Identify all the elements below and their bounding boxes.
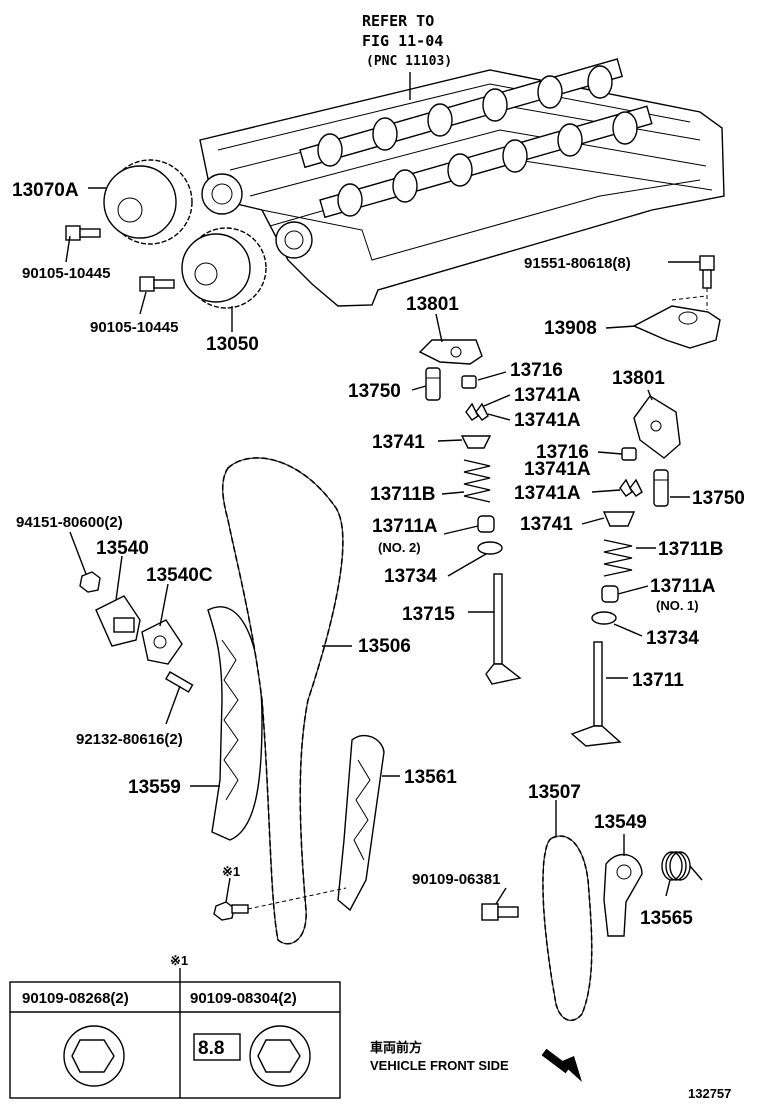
label-13507: 13507 — [528, 782, 581, 803]
part-labels: 13070A 90105-10445 90105-10445 13050 915… — [12, 180, 745, 929]
direction-note: 車両前方 VEHICLE FRONT SIDE — [370, 1040, 582, 1082]
label-13741A-a: 13741A — [514, 385, 581, 406]
label-90105-b: 90105-10445 — [90, 319, 178, 336]
label-13565: 13565 — [640, 908, 693, 929]
label-91551: 91551-80618(8) — [524, 255, 631, 272]
nut-94151 — [79, 571, 101, 593]
label-13908: 13908 — [544, 318, 597, 339]
cam-timing-gear-13050 — [181, 227, 267, 309]
label-13716-a: 13716 — [510, 360, 563, 381]
keeper-13741A-left — [465, 402, 489, 421]
label-13734-a: 13734 — [384, 566, 437, 587]
rocker-arm-13801-right — [633, 395, 681, 459]
chain-slipper-13559 — [207, 606, 263, 841]
bolt-head-plain-icon — [63, 1025, 125, 1087]
label-13050: 13050 — [206, 334, 259, 355]
diagram-id: 132757 — [688, 1086, 731, 1101]
camshaft-intake — [319, 105, 653, 219]
direction-english: VEHICLE FRONT SIDE — [370, 1058, 509, 1073]
label-13506: 13506 — [358, 636, 411, 657]
spring-13711B-right — [603, 539, 633, 577]
valve-13715 — [485, 573, 522, 685]
label-13559: 13559 — [128, 777, 181, 798]
bolt-90105-a — [65, 225, 101, 241]
bolt-90105-b — [139, 276, 175, 292]
label-13549: 13549 — [594, 812, 647, 833]
label-13750-a: 13750 — [348, 381, 401, 402]
label-90105-a: 90105-10445 — [22, 265, 110, 282]
bracket-13908 — [632, 295, 721, 349]
camshaft-exhaust — [299, 58, 624, 169]
bolt-table-col2-header: 90109-08304(2) — [190, 990, 297, 1007]
direction-japanese: 車両前方 — [370, 1040, 422, 1055]
washer-13734-left — [477, 541, 503, 555]
label-13711A-a: 13711A — [372, 516, 438, 537]
label-13741A-b: 13741A — [514, 410, 581, 431]
reference-line-3: (PNC 11103) — [366, 54, 452, 69]
retainer-13741-left — [460, 435, 492, 449]
spring-13711B-left — [463, 459, 491, 503]
label-94151: 94151-80600(2) — [16, 514, 123, 531]
stud-92132 — [165, 671, 194, 693]
label-13561: 13561 — [404, 767, 457, 788]
chain-damper-13561 — [337, 734, 385, 912]
bolt-91551 — [699, 255, 715, 310]
spring-seat-13711A-left — [477, 515, 495, 533]
label-13750-b: 13750 — [692, 488, 745, 509]
bolt-note-1 — [213, 887, 347, 921]
label-13540C: 13540C — [146, 565, 213, 586]
bolt-table: ※1 90109-08268(2) 90109-08304(2) 8.8 — [9, 953, 341, 1099]
lash-adjuster-13750-right — [653, 469, 669, 507]
label-92132: 92132-80616(2) — [76, 731, 183, 748]
label-13741A-d: 13741A — [514, 483, 581, 504]
chain-tensioner-arm-13549 — [603, 853, 643, 937]
label-13801-b: 13801 — [612, 368, 665, 389]
label-13711B-b: 13711B — [658, 539, 724, 560]
bolt-table-mark: ※1 — [170, 953, 188, 968]
label-13715: 13715 — [402, 604, 455, 625]
lash-adjuster-13750-left — [425, 367, 441, 401]
reference-line-2: FIG 11-04 — [362, 32, 443, 50]
keeper-13741A-right — [619, 478, 643, 497]
label-13711A-a-note: (NO. 2) — [378, 540, 421, 555]
reference-line-1: REFER TO — [362, 12, 434, 30]
reference-note: REFER TO FIG 11-04 (PNC 11103) — [362, 12, 452, 69]
bolt-90109-06381 — [481, 903, 519, 921]
valve-cap-13716-right — [621, 447, 637, 461]
cam-timing-gear-13070A — [103, 159, 193, 245]
washer-13734-right — [591, 611, 617, 625]
valve-cap-13716-left — [461, 375, 477, 389]
chain-tensioner-13540 — [95, 595, 141, 647]
label-13540: 13540 — [96, 538, 149, 559]
label-13741A-c: 13741A — [524, 459, 591, 480]
label-13711B-a: 13711B — [370, 484, 436, 505]
bolt-grade-marking: 8.8 — [198, 1038, 224, 1059]
label-13716-b: 13716 — [536, 442, 589, 463]
label-13741-a: 13741 — [372, 432, 425, 453]
label-90109-06381: 90109-06381 — [412, 871, 500, 888]
direction-arrow-icon — [541, 1048, 582, 1082]
label-13801-a: 13801 — [406, 294, 459, 315]
gasket-13540C — [141, 619, 183, 665]
retainer-13741-right — [602, 511, 636, 527]
label-note-mark: ※1 — [222, 864, 240, 879]
label-13070A: 13070A — [12, 180, 79, 201]
cylinder-head-drawing — [199, 58, 725, 307]
label-13711: 13711 — [632, 670, 684, 691]
rocker-arm-13801-left — [418, 339, 483, 365]
spring-13565 — [661, 851, 703, 881]
valve-13711 — [570, 641, 622, 747]
spring-seat-13711A-right — [601, 585, 619, 603]
leader-lines — [65, 187, 700, 905]
label-13734-b: 13734 — [646, 628, 699, 649]
label-13711A-b: 13711A — [650, 576, 716, 597]
label-13711A-b-note: (NO. 1) — [656, 598, 699, 613]
bolt-table-col1-header: 90109-08268(2) — [22, 990, 129, 1007]
label-13741-b: 13741 — [520, 514, 573, 535]
bolt-head-grade-icon: 8.8 — [193, 1025, 311, 1087]
